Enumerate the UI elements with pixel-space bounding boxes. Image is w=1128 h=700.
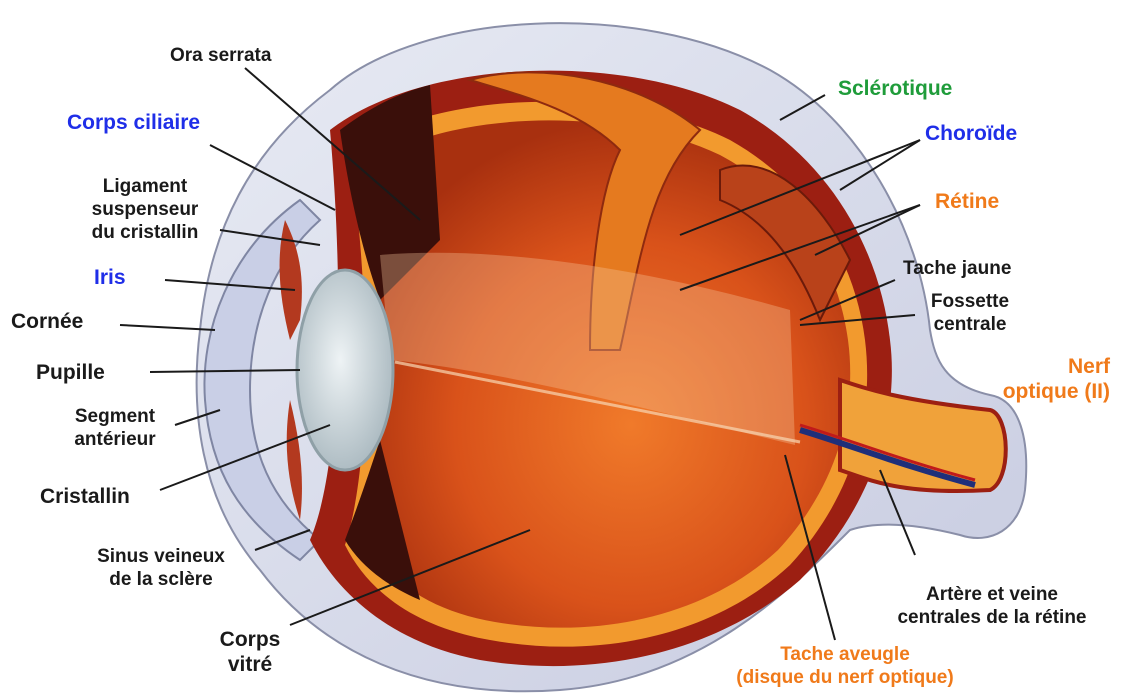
label-tache-aveugle: Tache aveugle (disque du nerf optique) (700, 643, 990, 689)
label-sinus-veineux: Sinus veineux de la sclère (76, 545, 246, 591)
label-corps-vitre: Corps vitré (205, 627, 295, 677)
label-sclerotique: Sclérotique (838, 76, 952, 101)
label-fossette-centrale: Fossette centrale (915, 290, 1025, 336)
label-choroide: Choroïde (925, 121, 1017, 146)
label-cornee: Cornée (11, 309, 83, 334)
label-tache-jaune: Tache jaune (903, 257, 1011, 280)
label-pupille: Pupille (36, 360, 105, 385)
label-nerf-optique: Nerf optique (II) (990, 354, 1110, 404)
label-ora-serrata: Ora serrata (170, 44, 271, 67)
label-segment-anterieur: Segment antérieur (50, 405, 180, 451)
label-ligament: Ligament suspenseur du cristallin (65, 175, 225, 244)
label-cristallin: Cristallin (40, 484, 130, 509)
lens (297, 270, 393, 470)
label-iris: Iris (94, 265, 126, 290)
label-corps-ciliaire: Corps ciliaire (67, 110, 200, 135)
label-artere-veine: Artère et veine centrales de la rétine (862, 583, 1122, 629)
label-retine: Rétine (935, 189, 999, 214)
